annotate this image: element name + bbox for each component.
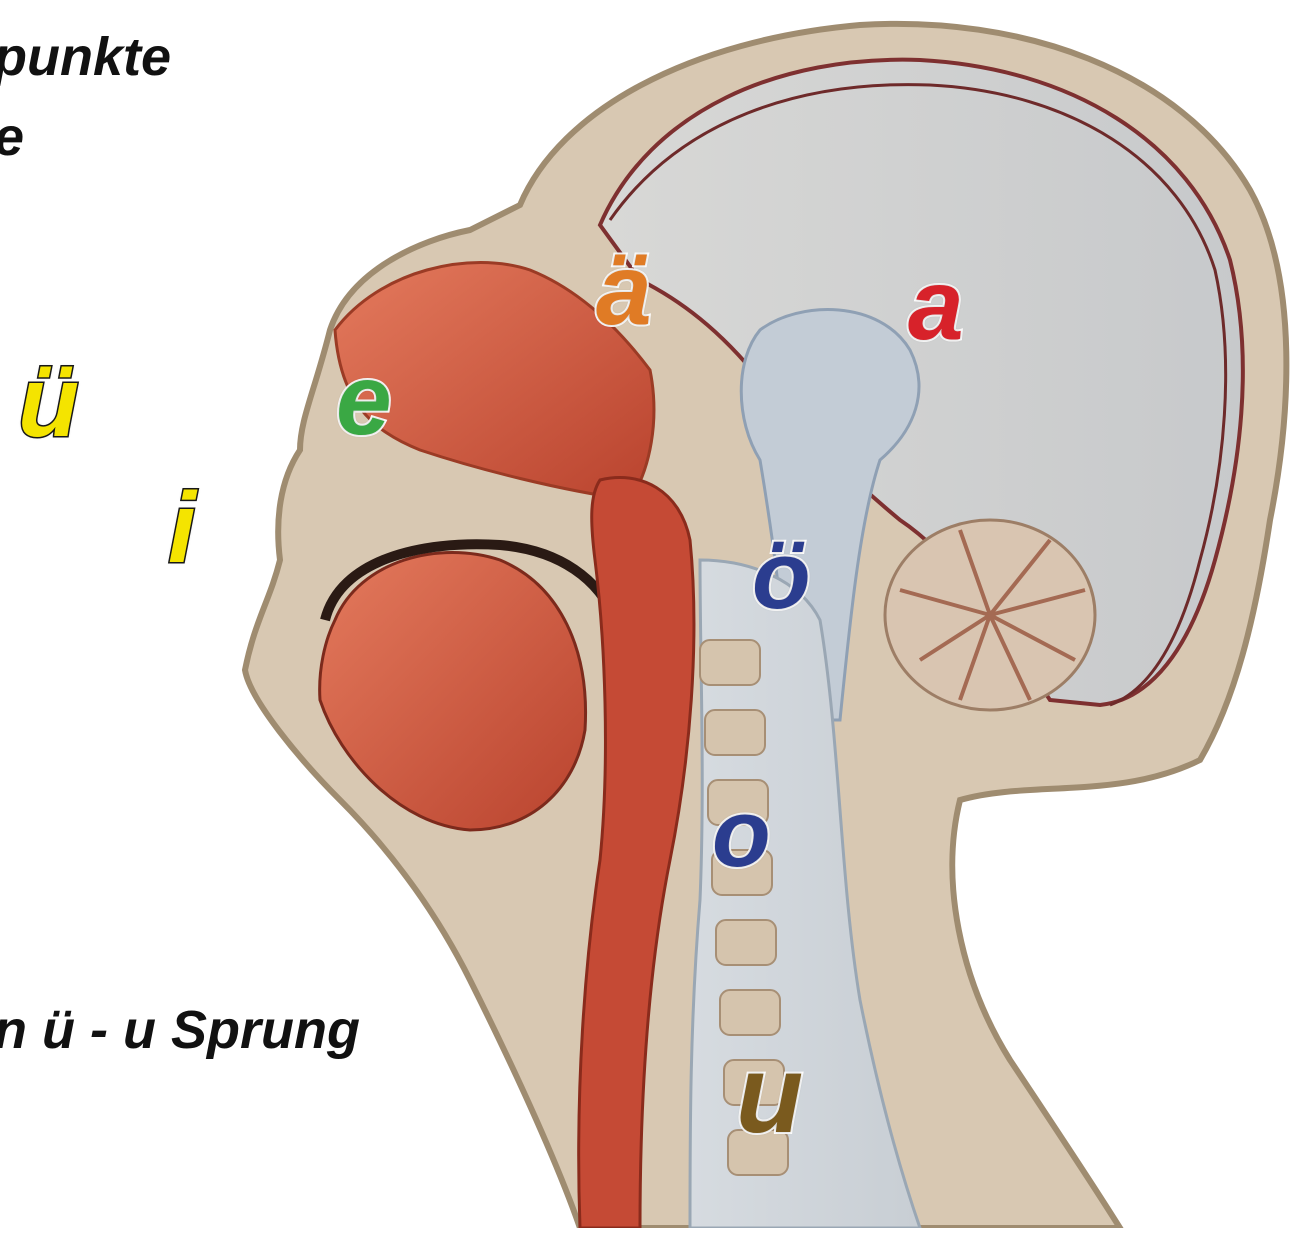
title-line-1: punkte <box>0 30 171 84</box>
title-line-2: e <box>0 110 24 164</box>
vowel-marker-e: e <box>336 350 392 450</box>
vowel-marker-u: u <box>736 1040 803 1150</box>
vowel-marker-i: i <box>168 478 196 578</box>
vowel-marker-oe: ö <box>752 528 811 624</box>
vowel-marker-ue: ü <box>18 352 79 452</box>
vowel-marker-o: o <box>712 786 771 882</box>
bottom-caption: n ü - u Sprung <box>0 1003 360 1057</box>
vowel-marker-a: a <box>908 255 964 355</box>
vowel-marker-ae: ä <box>596 240 652 340</box>
